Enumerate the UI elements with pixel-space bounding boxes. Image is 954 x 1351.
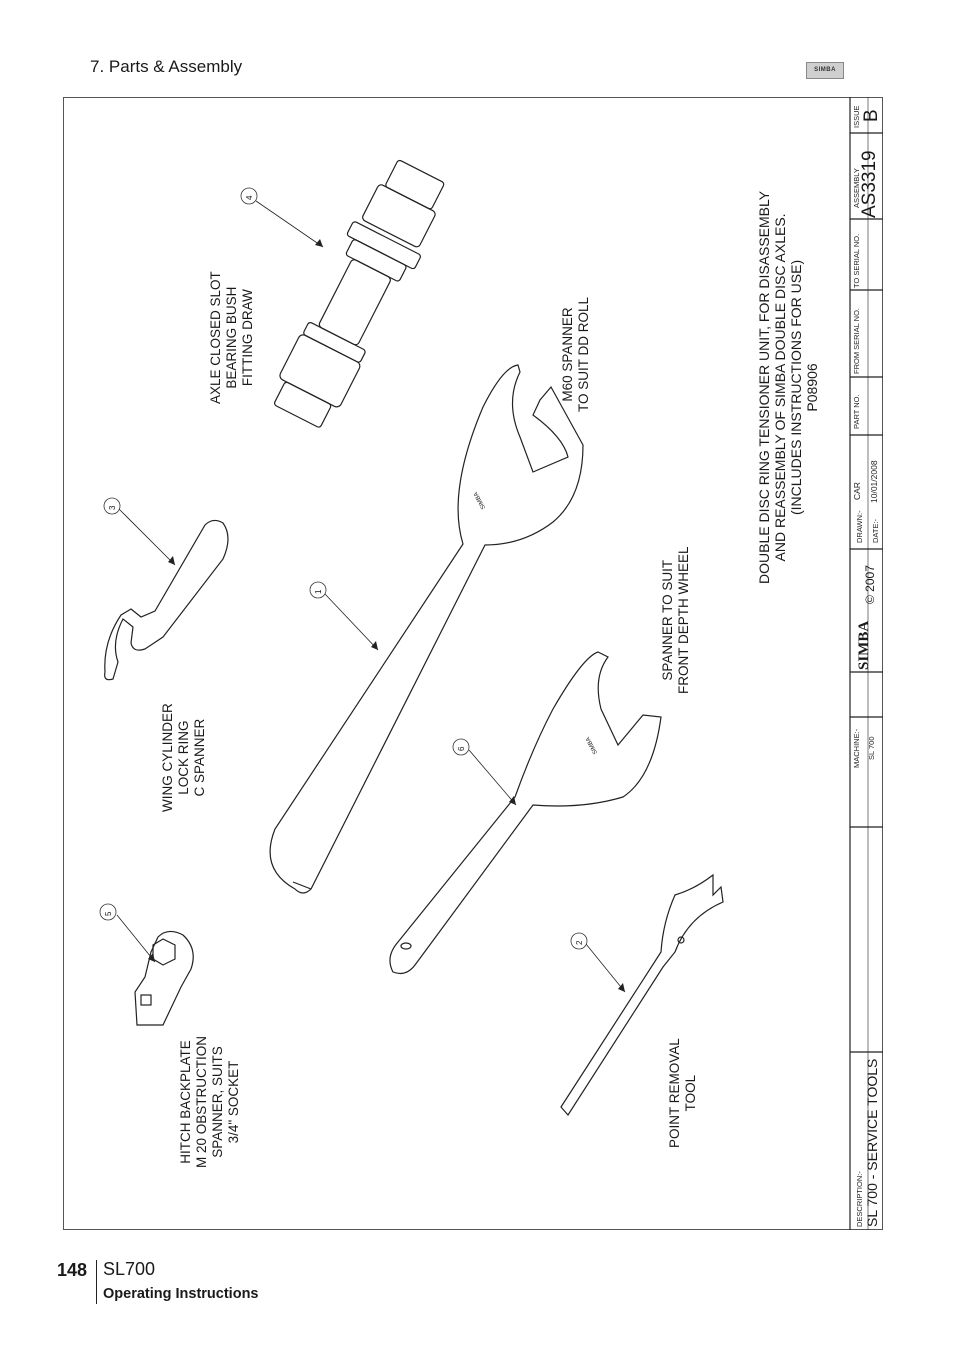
drawn-by-value: CAR bbox=[852, 482, 862, 500]
callout-number-5: 5 bbox=[104, 911, 113, 916]
simba-logo: SIMBA bbox=[806, 62, 844, 79]
callout-circle-1 bbox=[309, 581, 327, 599]
issue-value: B bbox=[861, 109, 882, 122]
drawing-frame bbox=[63, 97, 883, 1230]
assembly-number: AS3319 bbox=[859, 150, 880, 218]
callout-circle-4 bbox=[240, 187, 258, 205]
leader-line-2 bbox=[585, 943, 626, 993]
leader-line-3 bbox=[118, 508, 176, 566]
leader-arrow-4 bbox=[315, 239, 323, 247]
callout-number-1: 1 bbox=[314, 589, 323, 594]
callout-number-6: 6 bbox=[457, 746, 466, 751]
leader-line-6 bbox=[468, 749, 517, 806]
leader-arrow-2 bbox=[618, 983, 625, 992]
leader-arrow-1 bbox=[371, 641, 378, 650]
callout-circle-6 bbox=[452, 738, 470, 756]
from-serial-label: FROM SERIAL NO. bbox=[852, 308, 861, 374]
leader-line-5 bbox=[116, 914, 156, 963]
footer-subtitle: Operating Instructions bbox=[103, 1286, 259, 1302]
footer-divider bbox=[96, 1260, 97, 1304]
callout-circle-3 bbox=[103, 497, 121, 515]
leader-arrow-5 bbox=[148, 953, 155, 962]
date-value: 10/01/2008 bbox=[869, 460, 879, 503]
section-title: 7. Parts & Assembly bbox=[90, 57, 243, 76]
callout-circle-5 bbox=[99, 903, 117, 921]
assembly-note: DOUBLE DISC RING TENSIONER UNIT, FOR DIS… bbox=[756, 190, 820, 584]
leader-line-1 bbox=[324, 593, 379, 651]
drawn-label: DRAWN:- bbox=[855, 510, 864, 543]
m60-spanner-drawing bbox=[269, 364, 584, 894]
callout-number-4: 4 bbox=[245, 195, 254, 200]
machine-value: SL 700 bbox=[867, 736, 876, 761]
callout-circle-2 bbox=[570, 932, 588, 950]
leader-arrow-6 bbox=[509, 796, 516, 805]
footer-model: SL700 bbox=[103, 1259, 156, 1279]
issue-label: ISSUE bbox=[852, 105, 861, 128]
axle-bearing-bush-drawing bbox=[274, 159, 445, 428]
brand-logo: SIMBA bbox=[856, 620, 872, 670]
to-serial-label: TO SERIAL NO. bbox=[852, 233, 861, 288]
copyright-text: © 2007 bbox=[863, 565, 877, 604]
description-label: DESCRIPTION:- bbox=[855, 1171, 864, 1227]
hitch-backplate-spanner-drawing bbox=[134, 930, 194, 1026]
depth-wheel-spanner-drawing bbox=[389, 651, 662, 975]
date-label: DATE:- bbox=[871, 518, 880, 543]
description-value: SL 700 - SERVICE TOOLS bbox=[864, 1058, 880, 1227]
leader-arrow-3 bbox=[168, 556, 175, 565]
part-no-label: PART NO. bbox=[852, 394, 861, 429]
callout-number-2: 2 bbox=[575, 940, 584, 945]
callout-number-3: 3 bbox=[108, 505, 117, 510]
point-removal-tool-drawing bbox=[560, 873, 724, 1116]
leader-line-4 bbox=[255, 200, 324, 248]
technical-drawing bbox=[99, 97, 883, 1230]
machine-label: MACHINE:- bbox=[852, 728, 861, 768]
c-spanner-drawing bbox=[104, 519, 229, 681]
page-number: 148 bbox=[57, 1260, 88, 1280]
